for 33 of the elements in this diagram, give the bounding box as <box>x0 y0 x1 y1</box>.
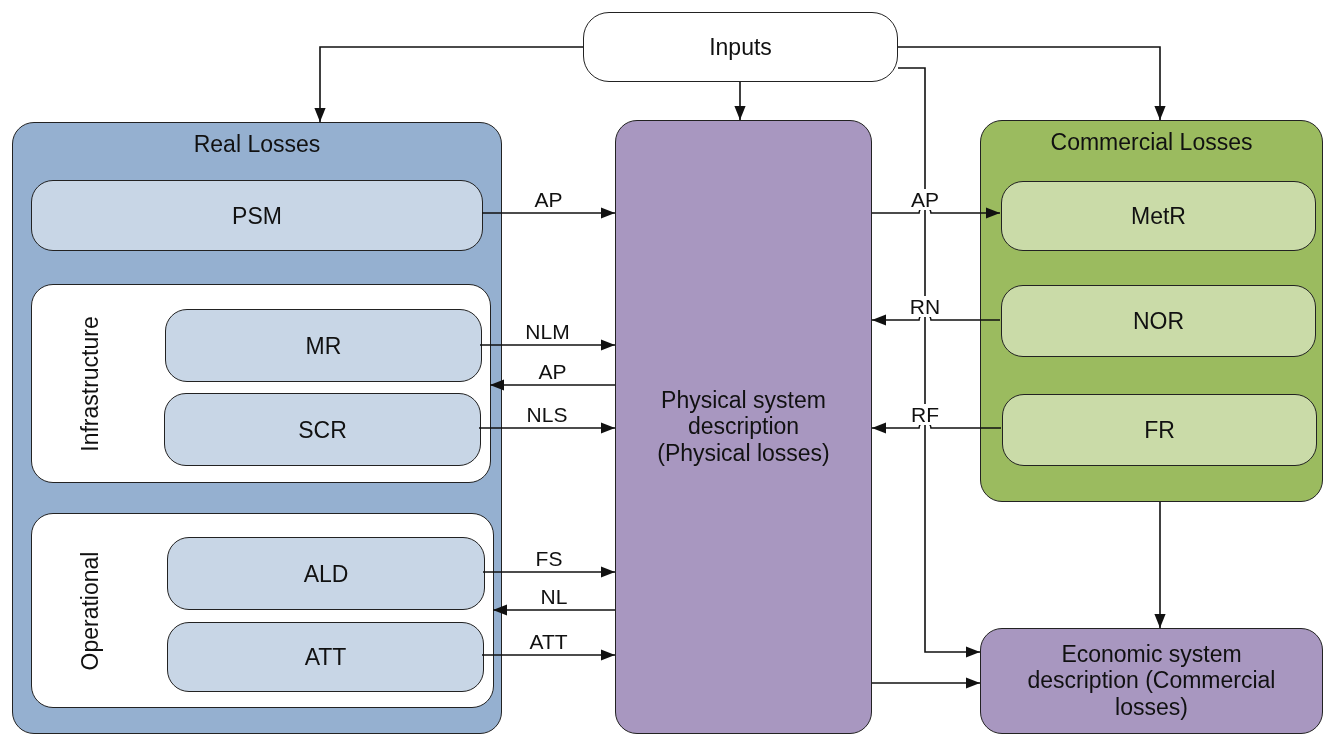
group-panel <box>31 513 494 708</box>
node-label: NOR <box>1132 307 1185 335</box>
group-title: Operational <box>76 551 104 670</box>
node-label: MR <box>305 332 342 359</box>
process-box <box>167 537 485 610</box>
group-title: Real Losses <box>193 131 321 158</box>
group-title: Infrastructure <box>76 315 104 452</box>
edge-label: AP <box>910 189 940 210</box>
process-box <box>1001 285 1316 357</box>
node-label: ALD <box>303 560 349 587</box>
group-panel <box>31 284 491 483</box>
process-box <box>615 120 872 734</box>
process-box <box>167 622 484 692</box>
process-box <box>164 393 481 466</box>
process-box <box>31 180 483 251</box>
node-label: Inputs <box>709 33 772 61</box>
edge-label: RF <box>910 404 940 425</box>
process-box <box>165 309 482 382</box>
process-box <box>1002 394 1317 466</box>
node-label: Physical system description (Physical losses) <box>656 387 831 467</box>
node-label: Economic system description (Commercial losses) <box>1026 641 1277 721</box>
edge-label: RN <box>908 296 942 317</box>
node-label: FR <box>1144 416 1175 444</box>
node-label: SCR <box>298 416 347 443</box>
group-title: Commercial Losses <box>1050 129 1253 156</box>
node-label: PSM <box>232 202 282 229</box>
group-panel <box>12 122 502 734</box>
process-box <box>1001 181 1316 251</box>
node-label: MetR <box>1131 202 1186 230</box>
group-panel <box>980 120 1323 502</box>
process-box <box>980 628 1323 734</box>
node-label: ATT <box>304 643 347 671</box>
input-box <box>583 12 898 82</box>
